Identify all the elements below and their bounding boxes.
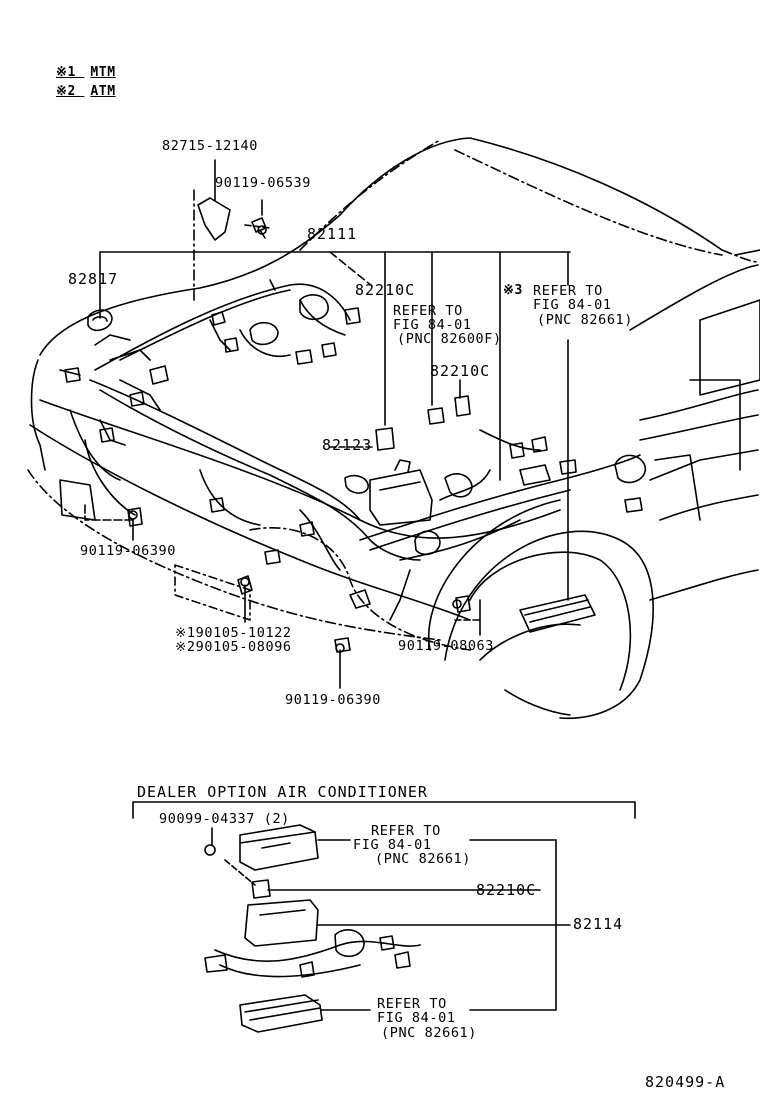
- refer-a-line1: REFER TO: [393, 303, 463, 319]
- refer-c-line3: (PNC 82661): [375, 851, 472, 867]
- leader-lines: [84, 159, 571, 689]
- part-label-82123: 82123: [322, 436, 373, 454]
- legend-item-atm: ※2 ATM: [56, 85, 116, 99]
- figure-id: 820499-A: [645, 1073, 726, 1091]
- part-label-90119-06390-b: 90119-06390: [285, 692, 382, 708]
- refer-a-line3: (PNC 82600F): [397, 331, 502, 347]
- refer-b-line3: (PNC 82661): [537, 312, 634, 328]
- refer-d-line1: REFER TO: [377, 996, 447, 1012]
- dealer-option-title: DEALER OPTION AIR CONDITIONER: [137, 783, 428, 801]
- part-label-82210c-c: 82210C: [476, 881, 537, 899]
- legend-text: MTM: [90, 65, 116, 80]
- part-label-82114: 82114: [573, 915, 624, 933]
- refer-d-line3: (PNC 82661): [381, 1025, 478, 1041]
- legend-mark: ※1: [56, 65, 76, 80]
- part-label-82111: 82111: [307, 225, 358, 243]
- legend-item-mtm: ※1 MTM: [56, 66, 116, 80]
- part-label-82210c-b: 82210C: [430, 362, 491, 380]
- refer-b-line2: FIG 84-01: [533, 297, 612, 313]
- note-mark-3: ※3: [503, 283, 523, 298]
- legend-mark: ※2: [56, 84, 76, 99]
- dealer-option-drawing: [132, 801, 636, 1033]
- part-label-82715-12140: 82715-12140: [162, 138, 259, 154]
- refer-c-line2: FIG 84-01: [353, 837, 432, 853]
- part-label-90119-08063: 90119-08063: [398, 638, 495, 654]
- part-label-90099-04337: 90099-04337 (2): [159, 811, 290, 827]
- refer-d-line2: FIG 84-01: [377, 1010, 456, 1026]
- refer-b-line1: REFER TO: [533, 283, 603, 299]
- car-body-outline: [27, 137, 760, 720]
- part-label-82210c-a: 82210C: [355, 281, 416, 299]
- part-label-82817: 82817: [68, 270, 119, 288]
- part-label-90105-10122: ※190105-10122: [175, 625, 292, 641]
- harness-connectors: [64, 197, 646, 653]
- bolts: [128, 225, 462, 653]
- part-label-90119-06390-a: 90119-06390: [80, 543, 177, 559]
- legend-text: ATM: [90, 84, 116, 99]
- part-label-90119-06539: 90119-06539: [215, 175, 312, 191]
- refer-a-line2: FIG 84-01: [393, 317, 472, 333]
- refer-c-line1: REFER TO: [371, 823, 441, 839]
- part-label-90105-08096: ※290105-08096: [175, 639, 292, 655]
